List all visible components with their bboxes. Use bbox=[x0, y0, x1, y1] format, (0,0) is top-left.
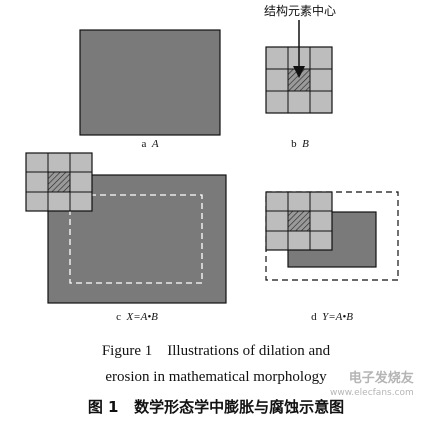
watermark-logo: 电子发烧友 www.elecfans.com bbox=[330, 371, 414, 399]
panel-label-a: a A bbox=[141, 138, 159, 150]
panel-label-c: c X=A•B bbox=[116, 311, 158, 323]
structuring-element-d bbox=[265, 191, 333, 251]
original-set-outline-c bbox=[69, 194, 203, 284]
set-a-rect bbox=[79, 29, 221, 136]
caption-chinese: 图 1 数学形态学中膨胀与腐蚀示意图 bbox=[87, 398, 345, 416]
structuring-element-c bbox=[25, 152, 93, 212]
center-annotation: 结构元素中心 bbox=[263, 4, 336, 18]
panel-label-b: b B bbox=[291, 138, 309, 150]
caption-english-line2: erosion in mathematical morphology bbox=[105, 369, 327, 385]
caption-english-line1: Figure 1 Illustrations of dilation and bbox=[101, 343, 331, 359]
structuring-element-center bbox=[287, 68, 311, 92]
panel-label-d: d Y=A•B bbox=[311, 311, 353, 323]
